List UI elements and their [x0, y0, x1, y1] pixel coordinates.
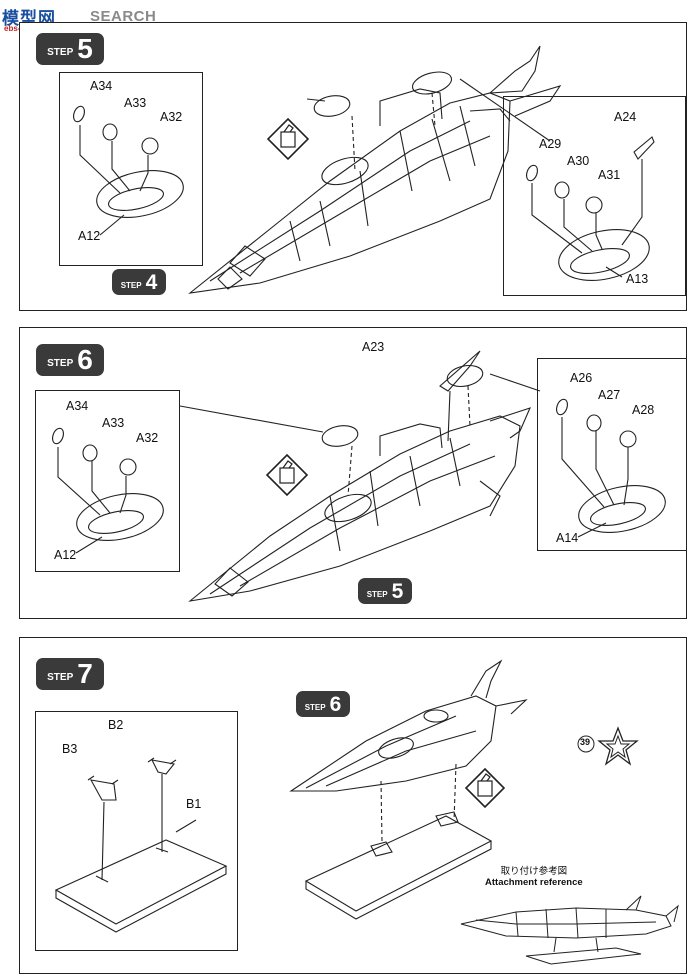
- attachment-reference-drawing: [460, 895, 679, 965]
- part-label-b3: B3: [62, 742, 78, 756]
- step5-ref-step-badge: STEP 4: [112, 269, 166, 295]
- step7-badge: STEP 7: [36, 658, 104, 690]
- part-label-a27: A27: [598, 388, 621, 402]
- step5-right-parts-drawing: [526, 136, 655, 281]
- step6-left-parts-drawing: [52, 427, 164, 554]
- part-label-a34: A34: [66, 399, 89, 413]
- step6-panel: STEP 6 A23 A34 A33 A32 A12 A26 A27 A28 A…: [19, 327, 687, 619]
- part-label-a32: A32: [160, 110, 183, 124]
- attachment-reference-caption: 取り付け参考図 Attachment reference: [485, 863, 583, 888]
- star-emblem-icon: [597, 726, 639, 766]
- step5-ref-step-label: STEP: [120, 280, 142, 290]
- step7-panel: STEP 7 B2 B3 B1 STEP 6: [19, 637, 687, 974]
- glue-icon: [266, 117, 310, 161]
- step6-left-callout: A34 A33 A32 A12: [35, 390, 180, 572]
- step6-ship-drawing: [179, 350, 541, 602]
- step6-right-callout: A26 A27 A28 A14: [537, 358, 687, 551]
- step5-ship-drawing: [188, 45, 562, 294]
- step7-callout: B2 B3 B1: [35, 711, 238, 951]
- step5-badge-number: 5: [77, 33, 93, 64]
- part-label-a23: A23: [362, 340, 385, 354]
- step6-ref-step-number: 5: [391, 579, 404, 603]
- step7-stand-parts-drawing: [54, 757, 228, 933]
- step5-left-callout: A34 A33 A32 A12: [59, 72, 203, 266]
- step6-badge-label: STEP: [47, 357, 74, 369]
- step5-badge-label: STEP: [47, 46, 74, 58]
- attachment-reference-en: Attachment reference: [485, 877, 583, 888]
- step6-badge-number: 6: [77, 344, 93, 375]
- part-label-b1: B1: [186, 797, 202, 811]
- part-label-a29: A29: [539, 137, 562, 151]
- glue-icon: [464, 767, 506, 809]
- part-label-a30: A30: [567, 154, 590, 168]
- part-label-a32: A32: [136, 431, 159, 445]
- part-label-a34: A34: [90, 79, 113, 93]
- part-label-a13: A13: [626, 272, 649, 286]
- step7-badge-label: STEP: [47, 671, 74, 683]
- part-label-a31: A31: [598, 168, 621, 182]
- step6-ref-step-label: STEP: [366, 589, 388, 599]
- part-label-a33: A33: [102, 416, 125, 430]
- glue-icon: [265, 453, 309, 497]
- step5-ref-step-number: 4: [145, 270, 158, 294]
- watermark-text: SEARCH: [90, 8, 157, 25]
- part-label-a12: A12: [78, 229, 101, 243]
- part-label-a24: A24: [614, 110, 637, 124]
- step7-badge-number: 7: [77, 658, 93, 689]
- step5-badge: STEP 5: [36, 33, 104, 65]
- part-label-a33: A33: [124, 96, 147, 110]
- part-label-a14: A14: [556, 531, 579, 545]
- step5-left-parts-drawing: [73, 105, 184, 236]
- step7-ref-step-number: 6: [329, 692, 342, 716]
- step6-right-parts-drawing: [556, 398, 666, 538]
- nameplate-number-badge: [577, 735, 595, 753]
- step7-ref-step-label: STEP: [304, 702, 326, 712]
- step7-ref-step-badge: STEP 6: [296, 691, 350, 717]
- step6-ref-step-badge: STEP 5: [358, 578, 412, 604]
- part-label-a28: A28: [632, 403, 655, 417]
- attachment-reference-jp: 取り付け参考図: [500, 866, 568, 877]
- nameplate-number: 39: [580, 737, 591, 747]
- part-label-a26: A26: [570, 371, 593, 385]
- part-label-a12: A12: [54, 548, 77, 562]
- step6-badge: STEP 6: [36, 344, 104, 376]
- part-label-b2: B2: [108, 718, 124, 732]
- step7-ship-and-base-drawing: [289, 659, 528, 920]
- step5-panel: STEP 5 A34 A33 A32 A12 A24 A29 A30 A31: [19, 22, 687, 311]
